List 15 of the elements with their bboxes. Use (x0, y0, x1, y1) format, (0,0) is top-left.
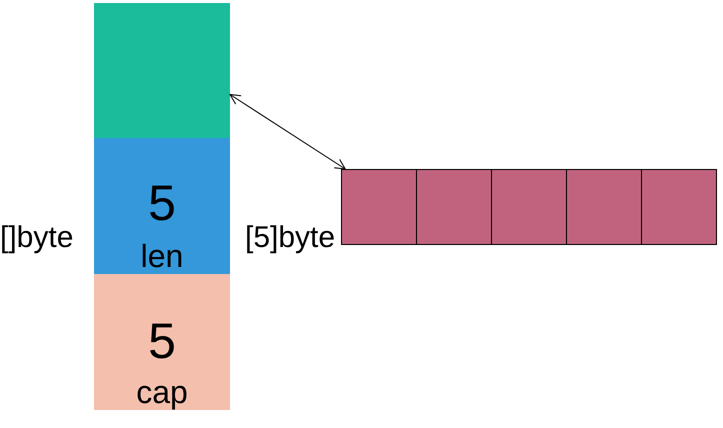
array-cell (641, 169, 717, 245)
double-headed-arrow (230, 94, 346, 170)
length-value: 5 (148, 178, 176, 228)
type-label: []byte (0, 221, 74, 255)
length-block (94, 138, 230, 274)
array-cell (416, 169, 492, 245)
array-cell (566, 169, 642, 245)
capacity-value: 5 (148, 316, 176, 366)
length-label: len (140, 240, 184, 272)
pointer-block (94, 3, 230, 138)
capacity-label: cap (136, 376, 188, 408)
capacity-block (94, 274, 230, 410)
array-cell (491, 169, 567, 245)
array-cell (341, 169, 417, 245)
type-label: [5]byte (245, 221, 336, 255)
